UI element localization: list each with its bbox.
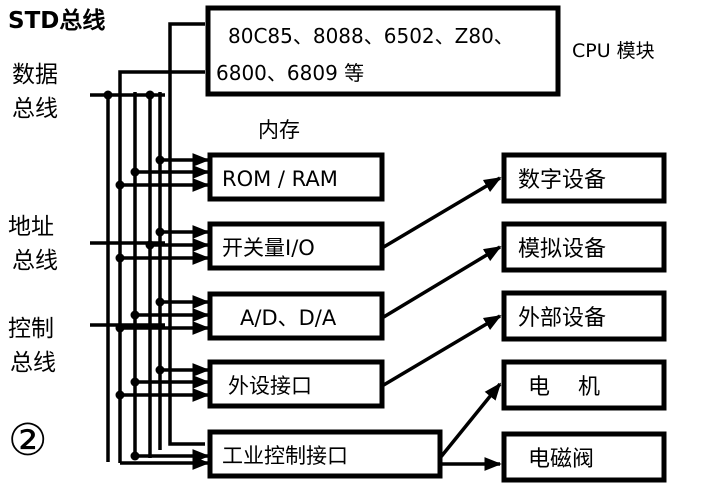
device-solenoid-valve-box	[501, 431, 667, 483]
module-rom-ram: ROM / RAM	[207, 152, 385, 202]
cpu-module-box	[205, 5, 561, 97]
module-taps	[120, 153, 210, 470]
module-industrial-control-interface-box	[207, 429, 443, 479]
cpu-module-caption: CPU 模块	[572, 40, 655, 62]
module-peripheral-interface-label: 外设接口	[228, 374, 312, 398]
module-ad-da-label: A/D、D/A	[240, 306, 337, 330]
cpu-module-line2: 6800、6809 等	[216, 61, 364, 85]
module-switch-io-label: 开关量I/O	[222, 236, 315, 260]
data-bus-label-1: 数据	[12, 62, 58, 88]
device-external: 外部设备	[501, 290, 667, 342]
device-solenoid-valve-label: 电磁阀	[528, 447, 594, 472]
device-external-label: 外部设备	[518, 306, 606, 331]
module-ad-da-box	[207, 291, 385, 341]
junction-dots	[103, 90, 165, 461]
cpu-module: 80C85、8088、6502、Z80、 6800、6809 等	[205, 5, 561, 97]
module-rom-ram-box	[207, 152, 385, 202]
data-bus-trunk-1	[118, 70, 205, 463]
memory-caption: 内存	[258, 118, 300, 142]
module-industrial-control-interface: 工业控制接口	[207, 429, 443, 479]
ctrl-bus-label-1: 控制	[8, 316, 54, 342]
device-digital-box	[501, 152, 667, 204]
cpu-module-line1: 80C85、8088、6502、Z80、	[228, 24, 514, 48]
device-connections	[381, 176, 502, 471]
module-peripheral-interface: 外设接口	[207, 359, 385, 409]
device-motor-label: 电 机	[528, 375, 600, 400]
module-ad-da: A/D、D/A	[207, 291, 385, 341]
addr-bus-label-2: 总线	[12, 248, 58, 274]
device-analog-label: 模拟设备	[518, 237, 606, 262]
module-industrial-control-interface-label: 工业控制接口	[222, 444, 348, 468]
device-solenoid-valve: 电磁阀	[501, 431, 667, 483]
module-switch-io: 开关量I/O	[207, 221, 385, 271]
device-analog-box	[501, 221, 667, 273]
figure-number: ②	[8, 415, 47, 466]
module-rom-ram-label: ROM / RAM	[222, 167, 338, 191]
device-motor-box	[501, 359, 667, 411]
std-bus-trunk	[168, 22, 205, 446]
addr-bus-label-1: 地址	[8, 214, 54, 240]
data-bus-label-2: 总线	[12, 96, 58, 122]
bus-lines	[90, 22, 205, 463]
device-analog: 模拟设备	[501, 221, 667, 273]
device-external-box	[501, 290, 667, 342]
std-bus-label: STD总线	[8, 7, 105, 34]
device-motor: 电 机	[501, 359, 667, 411]
device-digital-label: 数字设备	[518, 168, 606, 193]
ctrl-bus-label-2: 总线	[10, 350, 56, 376]
device-digital: 数字设备	[501, 152, 667, 204]
